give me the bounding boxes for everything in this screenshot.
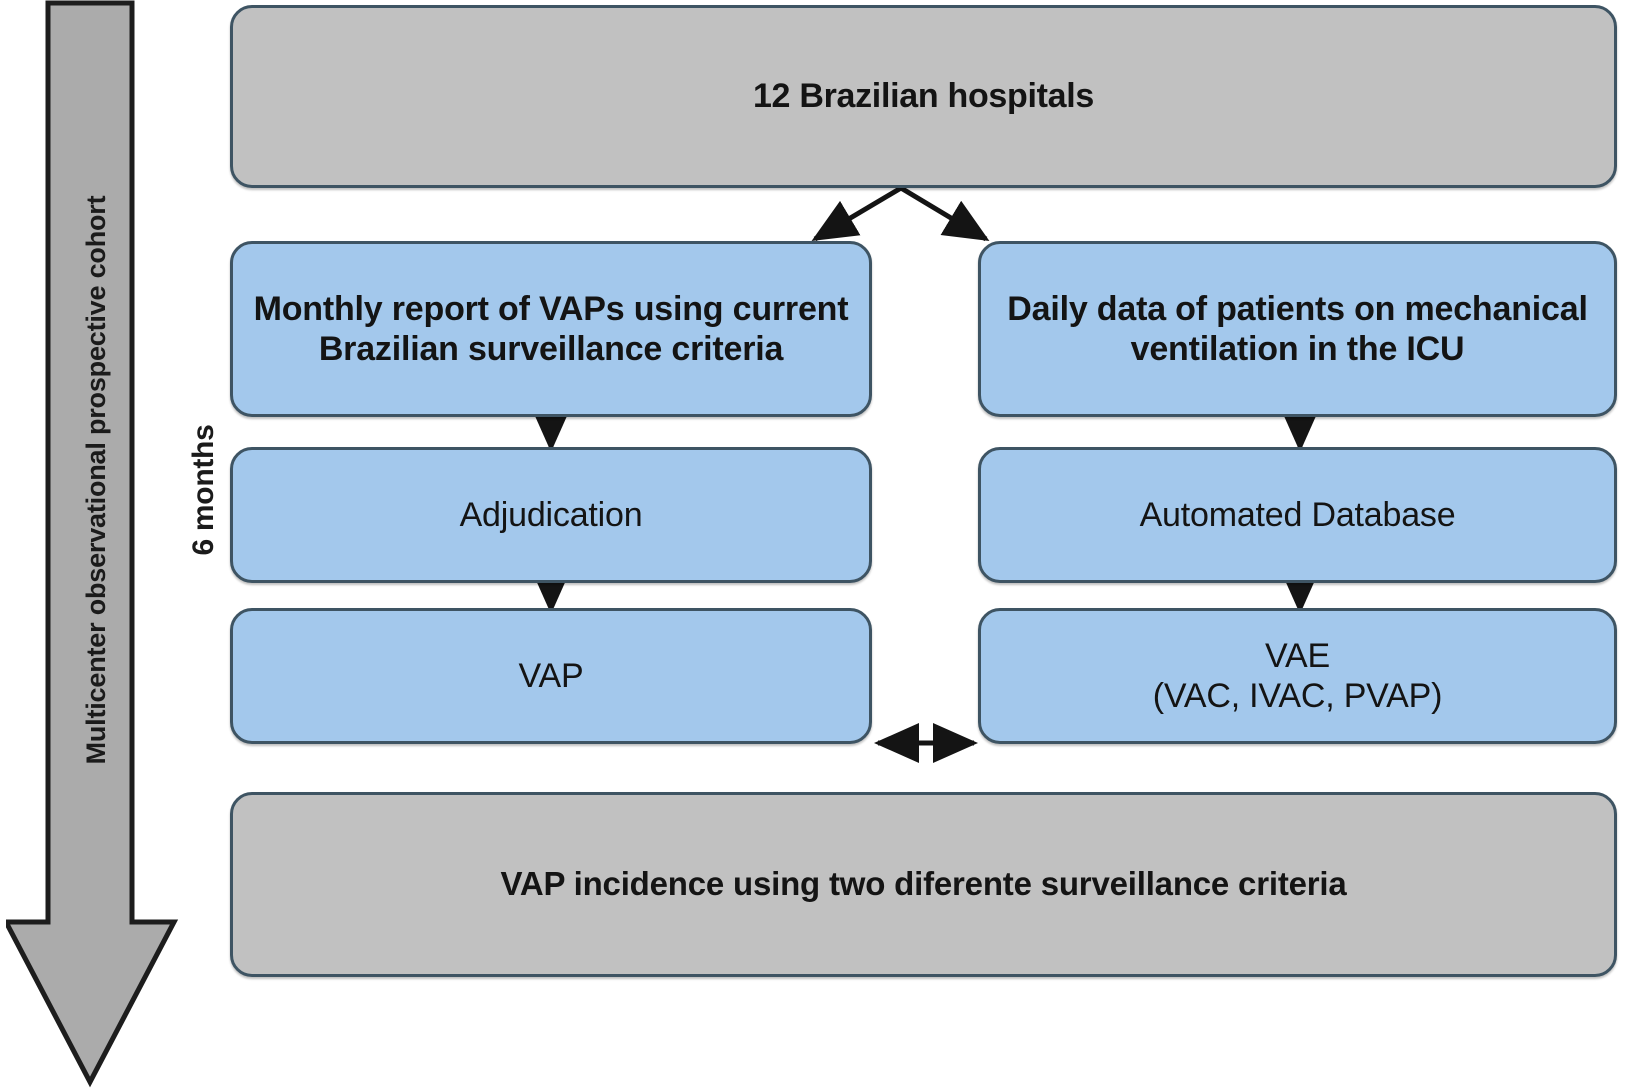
node-vap[interactable]: VAP [230, 608, 872, 744]
edge-source-to-right-branch [899, 185, 990, 242]
node-left-branch[interactable]: Monthly report of VAPs using current Bra… [230, 241, 872, 417]
node-automated-database[interactable]: Automated Database [978, 447, 1617, 583]
node-left-branch-label: Monthly report of VAPs using current Bra… [253, 289, 849, 368]
node-vae[interactable]: VAE (VAC, IVAC, PVAP) [978, 608, 1617, 744]
node-right-branch-label: Daily data of patients on mechanical ven… [1007, 289, 1588, 368]
duration-label: 6 months [187, 424, 220, 556]
node-adjudication[interactable]: Adjudication [230, 447, 872, 583]
node-vae-label: VAE (VAC, IVAC, PVAP) [1152, 636, 1443, 715]
node-right-branch[interactable]: Daily data of patients on mechanical ven… [978, 241, 1617, 417]
node-adjudication-label: Adjudication [459, 495, 643, 534]
edge-source-to-left-branch [811, 185, 903, 242]
node-vap-label: VAP [518, 656, 584, 695]
node-conclusion[interactable]: VAP incidence using two diferente survei… [230, 792, 1617, 977]
study-duration-arrow: Multicenter observational prospective co… [1, 0, 186, 1088]
node-source[interactable]: 12 Brazilian hospitals [230, 5, 1617, 188]
node-conclusion-label: VAP incidence using two diferente survei… [500, 865, 1347, 903]
node-source-label: 12 Brazilian hospitals [752, 77, 1095, 116]
node-automated-database-label: Automated Database [1139, 495, 1456, 534]
study-arrow-shape [1, 0, 179, 1088]
